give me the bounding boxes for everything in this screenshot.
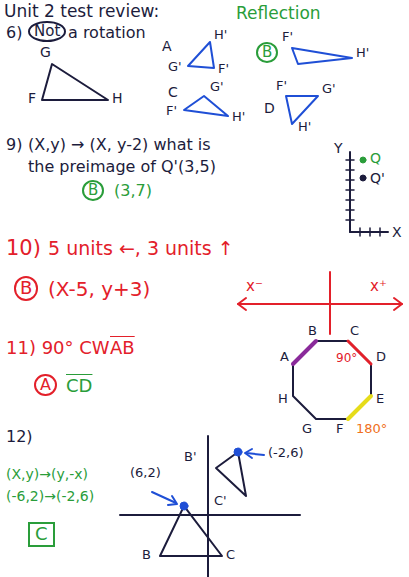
vertex-label: H' [356, 46, 369, 61]
coordinate-label: (-2,6) [268, 446, 304, 461]
answer-letter: C [28, 522, 55, 547]
vertex-label: G [302, 422, 312, 437]
answer-note: Reflection [236, 4, 321, 24]
vertex-label: C' [214, 494, 227, 509]
vertex-label: C [350, 324, 359, 339]
option-letter: D [264, 100, 275, 116]
vertex-label: B [142, 548, 151, 563]
question-text: the preimage of Q'(3,5) [28, 158, 216, 176]
question-number: 12) [6, 428, 33, 446]
vertex-label: F' [276, 79, 287, 94]
vertex-label: B [308, 324, 317, 339]
rule-text: (X,y)→(y,-x) [6, 466, 88, 482]
segment-name: AB [110, 338, 135, 359]
question-text: 5 units ←, 3 units ↑ [48, 238, 234, 260]
vertex-label: E [376, 392, 384, 407]
option-letter: A [162, 38, 172, 54]
vertex-label: G [40, 44, 51, 60]
rule-text: (-6,2)→(-2,6) [6, 488, 94, 504]
answer-letter: B [82, 180, 104, 201]
vertex-label: F [336, 422, 343, 437]
vertex-label: C [226, 548, 235, 563]
axis-label: X [392, 224, 402, 240]
axis-label: Y [334, 140, 343, 156]
vertex-label: G' [210, 80, 224, 95]
angle-label: 180° [356, 422, 387, 437]
option-letter: B [256, 42, 278, 63]
question-text: (X,y) → (X, y-2) what is [28, 136, 211, 154]
point-label: Q' [370, 170, 385, 186]
coordinate-label: (6,2) [130, 466, 161, 481]
vertex-label: A [280, 350, 289, 365]
vertex-label: G' [322, 82, 336, 97]
vertex-label: G' [168, 60, 182, 75]
vertex-label: D [376, 350, 386, 365]
vertex-label: H [112, 90, 123, 106]
point-label: Q [370, 150, 381, 166]
vertex-label: F' [218, 62, 229, 77]
answer-text: (X-5, y+3) [48, 278, 150, 301]
vertex-label: F' [166, 104, 177, 119]
question-text: 11) 90° CW [6, 338, 110, 359]
question-number: 9) [6, 136, 22, 154]
angle-label: 90° [336, 352, 357, 366]
answer-letter: A [34, 374, 57, 396]
vertex-label: H [278, 392, 288, 407]
option-letter: C [168, 84, 178, 100]
vertex-label: F' [282, 30, 293, 45]
question-number: 10) [6, 236, 41, 260]
axis-label: x⁺ [370, 278, 387, 295]
page-title: Unit 2 test review: [4, 2, 159, 22]
question-text: a rotation [68, 24, 146, 42]
vertex-label: F [28, 90, 36, 106]
question-number: 6) [6, 24, 22, 42]
vertex-label: H' [298, 120, 311, 135]
circled-word: Not [28, 21, 66, 42]
vertex-label: B' [184, 450, 197, 465]
answer-letter: B [14, 276, 38, 301]
answer-text: CD [66, 376, 92, 397]
vertex-label: H' [232, 110, 245, 125]
vertex-label: H' [214, 28, 227, 43]
axis-label: x⁻ [246, 278, 263, 295]
answer-text: (3,7) [114, 182, 152, 200]
